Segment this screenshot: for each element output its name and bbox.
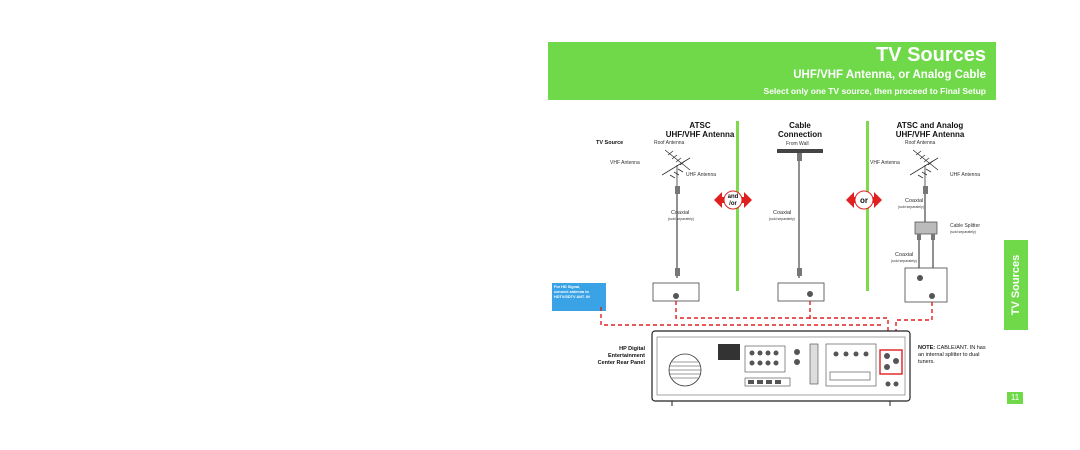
svg-text:or: or <box>860 196 868 205</box>
side-tab: TV Sources <box>1004 240 1028 330</box>
roof-antenna-label-2: Roof Antenna <box>905 140 936 146</box>
vhf-antenna-label-1: VHF Antenna <box>610 160 640 166</box>
routing-lines <box>600 301 933 350</box>
splitter-icon <box>914 221 938 240</box>
hd-signal-note: For HD Signal, connect antenna to HDTV/S… <box>552 283 606 311</box>
sold-separately-5: (sold separately) <box>891 259 917 263</box>
title-banner: TV Sources UHF/VHF Antenna, or Analog Ca… <box>548 42 996 100</box>
uhf-antenna-label-2: UHF Antenna <box>950 172 981 178</box>
rear-panel-label: HP Digital Entertainment Center Rear Pan… <box>555 346 645 367</box>
input-jack-2 <box>777 282 825 302</box>
or-arrow-icon: or <box>846 190 882 210</box>
rear-panel-illustration <box>651 330 911 406</box>
rear-panel-line2: Entertainment <box>608 353 645 359</box>
note-label: NOTE: <box>918 345 936 351</box>
coaxial-label-4: Coaxial <box>895 252 914 258</box>
analog-heading: ATSC and Analog UHF/VHF Antenna <box>880 121 980 139</box>
from-wall-label: From Wall <box>786 141 809 147</box>
connector-icon-2 <box>675 268 680 276</box>
and-or-arrow-icon: and /or <box>714 190 752 210</box>
hd-note-line2: connect antenna to <box>554 290 589 294</box>
vhf-antenna-label-2: VHF Antenna <box>870 160 900 166</box>
sold-separately-1: (sold separately) <box>668 217 694 221</box>
hd-note-line3: HDTV/SDTV ANT. IN <box>554 295 590 299</box>
antenna-icon-2 <box>909 149 939 190</box>
coaxial-label-3: Coaxial <box>905 198 924 204</box>
svg-text:/or: /or <box>729 201 737 207</box>
cable-splitter-label: Cable Splitter <box>950 223 981 229</box>
jack-icon-1 <box>673 293 679 299</box>
atsc-heading-line2: UHF/VHF Antenna <box>665 130 735 139</box>
analog-heading-line1: ATSC and Analog <box>896 121 964 130</box>
page-title: TV Sources <box>875 44 986 66</box>
coaxial-label-1: Coaxial <box>671 210 690 216</box>
input-jack-3 <box>904 267 948 303</box>
rear-panel-line3: Center Rear Panel <box>597 360 645 366</box>
page-instruction: Select only one TV source, then proceed … <box>763 86 986 96</box>
connector-icon-5 <box>923 186 928 194</box>
uhf-antenna-label-1: UHF Antenna <box>686 172 717 178</box>
wall-plate-icon <box>777 149 823 153</box>
connector-icon-4 <box>797 268 802 276</box>
page-subtitle: UHF/VHF Antenna, or Analog Cable <box>793 69 986 81</box>
cable-heading-line1: Cable <box>789 121 811 130</box>
svg-text:and: and <box>728 194 739 200</box>
tv-source-label: TV Source <box>596 140 624 146</box>
cable-heading: Cable Connection <box>765 121 835 139</box>
jack-icon-2 <box>807 291 813 297</box>
note-body: CABLE/ANT. IN has an internal splitter t… <box>918 345 986 365</box>
note-text: NOTE: CABLE/ANT. IN has an internal spli… <box>918 345 990 366</box>
analog-heading-line2: UHF/VHF Antenna <box>895 130 965 139</box>
jack-icon-4 <box>929 293 935 299</box>
sold-separately-3: (sold separately) <box>898 205 924 209</box>
atsc-heading-line1: ATSC <box>689 121 711 130</box>
atsc-heading: ATSC UHF/VHF Antenna <box>655 121 745 139</box>
antenna-icon-1 <box>661 149 691 190</box>
connector-icon-3 <box>797 153 802 161</box>
hd-note-line1: For HD Signal, <box>554 285 581 289</box>
cable-heading-line2: Connection <box>778 130 822 139</box>
roof-antenna-label-1: Roof Antenna <box>654 140 685 146</box>
jack-icon-3 <box>917 275 923 281</box>
connector-icon-1 <box>675 186 680 194</box>
coaxial-label-2: Coaxial <box>773 210 792 216</box>
page-number: 11 <box>1007 392 1023 404</box>
sold-separately-2: (sold separately) <box>769 217 795 221</box>
sold-separately-4: (sold separately) <box>950 230 976 234</box>
rear-panel-line1: HP Digital <box>619 346 645 352</box>
